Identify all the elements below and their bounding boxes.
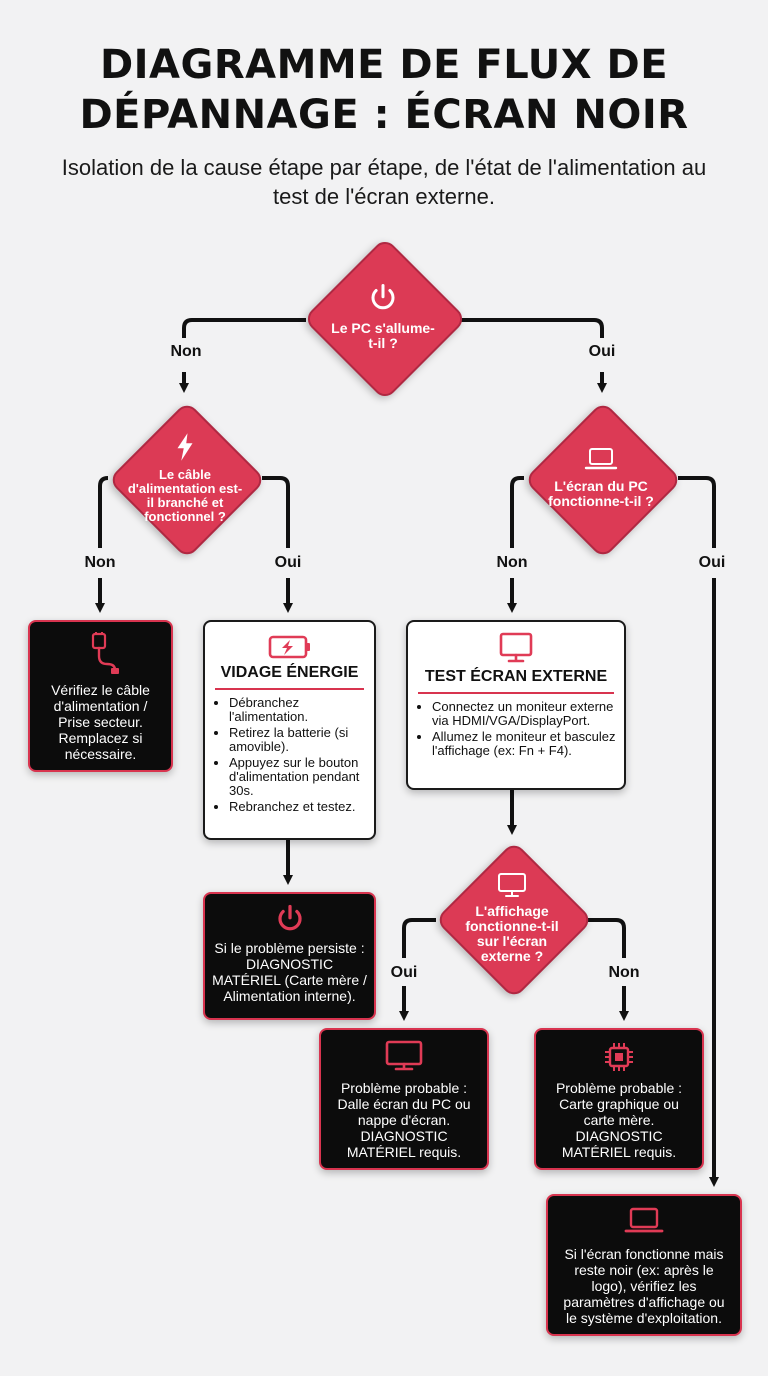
decision-screen-works: L'écran du PC fonctionne-t-il ? xyxy=(527,404,675,552)
power-cable-icon xyxy=(91,632,119,674)
decision-external-works: L'affichage fonctionne-t-il sur l'écran … xyxy=(438,844,586,992)
box-os-settings-text: Si l'écran fonctionne mais reste noir (e… xyxy=(563,1246,725,1326)
box-os-settings: Si l'écran fonctionne mais reste noir (e… xyxy=(546,1194,742,1336)
box-panel-issue-text: Problème probable : Dalle écran du PC ou… xyxy=(337,1080,471,1160)
connector-ext-yes xyxy=(402,918,436,958)
power-icon xyxy=(371,284,395,310)
decision-power-on-text: Le PC s'allume-t-il ? xyxy=(331,320,435,351)
label-ext-no: Non xyxy=(608,964,640,981)
power-drain-steps: Débranchez l'alimentation. Retirez la ba… xyxy=(205,696,374,814)
chip-icon xyxy=(605,1043,633,1071)
box-power-drain-title: VIDAGE ÉNERGIE xyxy=(215,664,364,690)
box-hw-diag-power: Si le problème persiste : DIAGNOSTIC MAT… xyxy=(203,892,376,1020)
external-test-step: Allumez le moniteur et basculez l'affich… xyxy=(432,730,616,758)
lightning-icon xyxy=(177,433,193,461)
box-check-cable: Vérifiez le câble d'alimentation / Prise… xyxy=(28,620,173,772)
monitor-icon xyxy=(385,1040,423,1071)
power-drain-step: Appuyez sur le bouton d'alimentation pen… xyxy=(229,756,366,798)
connector-ext-no xyxy=(588,918,626,958)
label-cable-yes: Oui xyxy=(274,554,302,571)
box-check-cable-text: Vérifiez le câble d'alimentation / Prise… xyxy=(51,682,150,762)
power-icon xyxy=(277,904,302,931)
monitor-icon xyxy=(499,632,533,663)
external-test-step: Connectez un moniteur externe via HDMI/V… xyxy=(432,700,616,728)
decision-cable-text: Le câble d'alimentation est-il branché e… xyxy=(127,467,243,524)
label-power-yes: Oui xyxy=(588,343,616,360)
power-drain-step: Retirez la batterie (si amovible). xyxy=(229,726,366,754)
decision-external-text: L'affichage fonctionne-t-il sur l'écran … xyxy=(465,903,559,964)
connector-screen-no xyxy=(510,476,524,548)
connector-power-yes xyxy=(460,318,604,338)
label-screen-yes: Oui xyxy=(698,554,726,571)
page-title: DIAGRAMME DE FLUX DE DÉPANNAGE : ÉCRAN N… xyxy=(0,40,768,140)
title-line-1: DIAGRAMME DE FLUX DE xyxy=(99,42,669,88)
box-external-test-title: TEST ÉCRAN EXTERNE xyxy=(418,668,614,694)
battery-charging-icon xyxy=(268,635,310,659)
power-drain-step: Débranchez l'alimentation. xyxy=(229,696,366,724)
label-cable-no: Non xyxy=(84,554,116,571)
decision-cable-ok: Le câble d'alimentation est-il branché e… xyxy=(111,404,259,552)
external-test-steps: Connectez un moniteur externe via HDMI/V… xyxy=(408,700,624,758)
monitor-icon xyxy=(498,873,526,897)
box-power-drain: VIDAGE ÉNERGIE Débranchez l'alimentation… xyxy=(203,620,376,840)
decision-screen-text: L'écran du PC fonctionne-t-il ? xyxy=(548,478,654,509)
laptop-icon xyxy=(624,1207,664,1233)
box-gpu-issue-text: Problème probable : Carte graphique ou c… xyxy=(555,1080,683,1160)
title-line-2: DÉPANNAGE : ÉCRAN NOIR xyxy=(79,92,689,138)
decision-power-on: Le PC s'allume-t-il ? xyxy=(313,247,453,387)
box-panel-issue: Problème probable : Dalle écran du PC ou… xyxy=(319,1028,489,1170)
box-gpu-issue: Problème probable : Carte graphique ou c… xyxy=(534,1028,704,1170)
laptop-icon xyxy=(584,448,618,470)
page-subtitle: Isolation de la cause étape par étape, d… xyxy=(61,155,707,209)
connector-cable-yes xyxy=(262,476,290,548)
label-ext-yes: Oui xyxy=(390,964,418,981)
box-hw-diag-power-text: Si le problème persiste : DIAGNOSTIC MAT… xyxy=(212,940,367,1004)
connector-screen-yes xyxy=(678,476,716,548)
connector-cable-no xyxy=(98,476,109,548)
label-screen-no: Non xyxy=(496,554,528,571)
label-power-no: Non xyxy=(170,343,202,360)
power-drain-step: Rebranchez et testez. xyxy=(229,800,366,814)
box-external-test: TEST ÉCRAN EXTERNE Connectez un moniteur… xyxy=(406,620,626,790)
connector-power-no xyxy=(182,318,306,338)
